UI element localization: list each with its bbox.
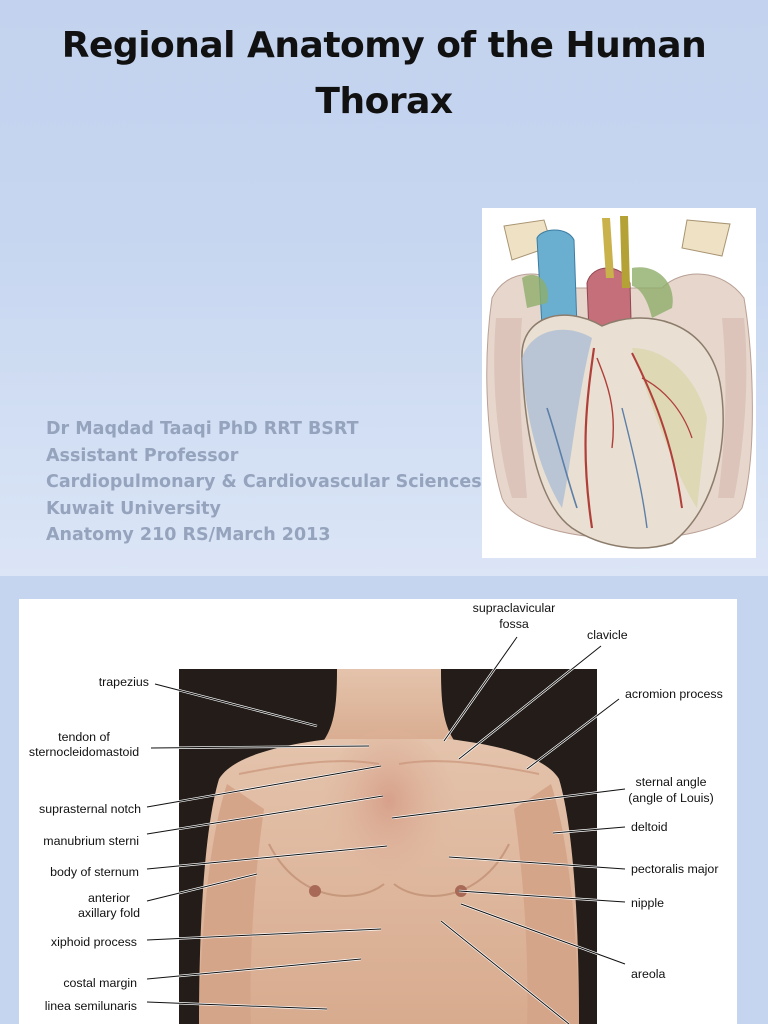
author-university: Kuwait University bbox=[46, 498, 221, 519]
label-manubrium-sterni: manubrium sterni bbox=[43, 834, 139, 848]
title-slide: Regional Anatomy of the Human Thorax Dr … bbox=[0, 0, 768, 576]
surface-anatomy-figure: trapezius tendon of sternocleidomastoid … bbox=[19, 599, 737, 1024]
author-position: Assistant Professor bbox=[46, 445, 239, 466]
label-supraclavicular-line-2: fossa bbox=[499, 617, 529, 631]
label-anterior-line-2: axillary fold bbox=[78, 906, 140, 920]
label-linea-semilunaris: linea semilunaris bbox=[44, 999, 137, 1013]
slide-title: Regional Anatomy of the Human Thorax bbox=[0, 18, 768, 130]
label-tendon-line-2: sternocleidomastoid bbox=[28, 745, 140, 759]
author-department: Cardiopulmonary & Cardiovascular Science… bbox=[46, 472, 482, 493]
title-line-1: Regional Anatomy of the Human bbox=[61, 25, 707, 66]
label-clavicle: clavicle bbox=[587, 628, 628, 642]
label-body-of-sternum: body of sternum bbox=[50, 865, 139, 879]
label-areola: areola bbox=[631, 967, 666, 981]
label-sternal-angle-line-1: sternal angle bbox=[635, 775, 707, 789]
label-nipple: nipple bbox=[631, 896, 665, 910]
label-tendon-line-1: tendon of bbox=[58, 730, 110, 744]
course-info: Anatomy 210 RS/March 2013 bbox=[46, 525, 331, 546]
author-name: Dr Maqdad Taaqi PhD RRT BSRT bbox=[46, 419, 359, 439]
title-line-2: Thorax bbox=[315, 81, 453, 122]
label-leader-lines bbox=[146, 636, 626, 1024]
heart-drawing bbox=[486, 216, 753, 549]
label-supraclavicular-line-1: supraclavicular bbox=[472, 601, 556, 615]
label-sternal-angle-line-2: (angle of Louis) bbox=[628, 791, 714, 805]
label-deltoid: deltoid bbox=[631, 820, 668, 834]
label-pectoralis-major: pectoralis major bbox=[631, 862, 719, 876]
label-anterior-line-1: anterior bbox=[87, 891, 130, 905]
label-costal-margin: costal margin bbox=[63, 976, 137, 990]
heart-illustration bbox=[482, 208, 756, 558]
label-acromion-process: acromion process bbox=[625, 687, 723, 701]
label-suprasternal-notch: suprasternal notch bbox=[39, 802, 141, 816]
label-xiphoid-process: xiphoid process bbox=[50, 935, 137, 949]
author-block: Dr Maqdad Taaqi PhD RRT BSRT Assistant P… bbox=[46, 416, 482, 549]
label-trapezius: trapezius bbox=[98, 675, 149, 689]
